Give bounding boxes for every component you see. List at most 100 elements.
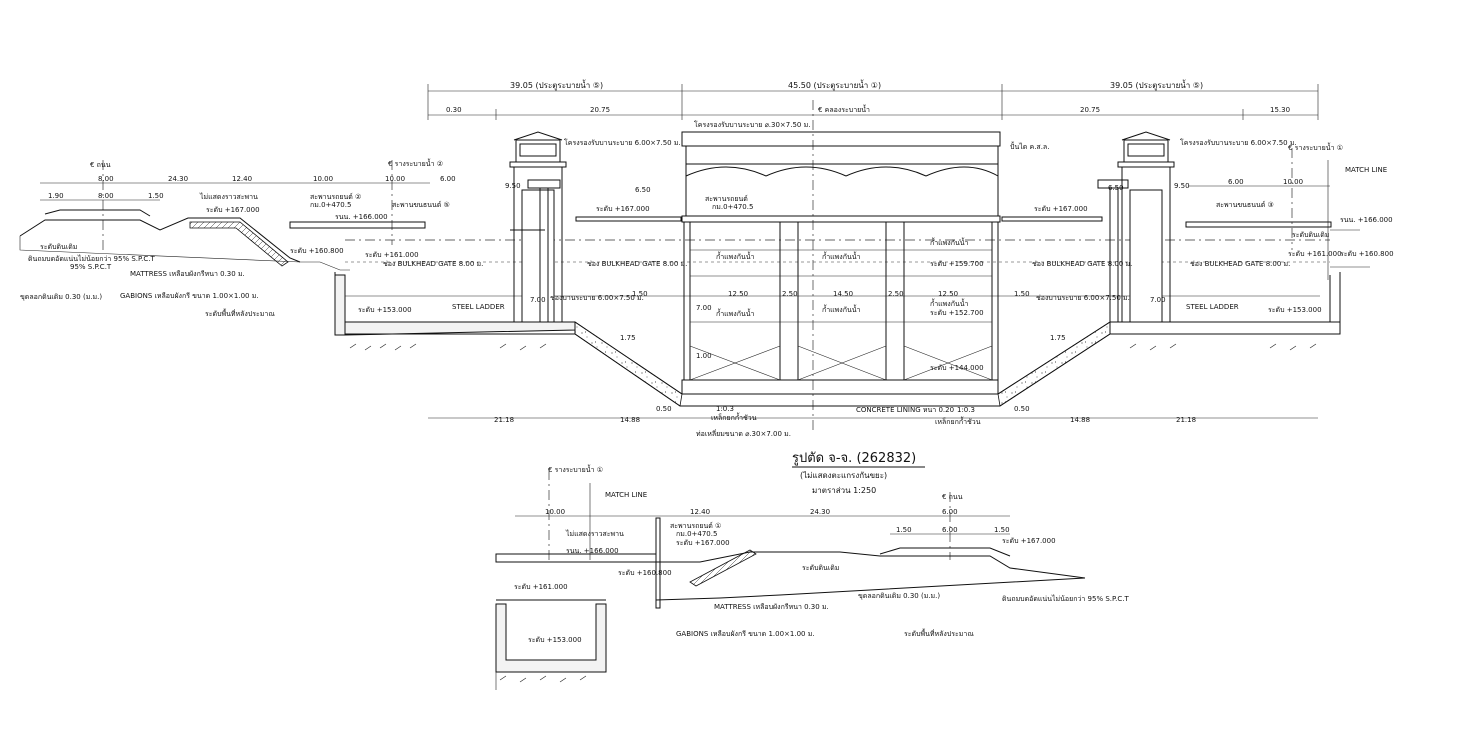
d-1250-left: 12.50 bbox=[728, 290, 748, 298]
gate-left-label: ช่องบานระบาย 6.00×7.50 ม. bbox=[550, 294, 644, 302]
bottom-level-153: ระดับ +153.000 bbox=[528, 636, 582, 644]
bulkhead-right2: ช่อง BULKHEAD GATE 8.00 ม. bbox=[1190, 260, 1290, 268]
note-no-railing-left: ไม่แสดงราวสะพาน bbox=[199, 192, 258, 201]
d-1450: 14.50 bbox=[833, 290, 853, 298]
d-1488-left: 14.88 bbox=[620, 416, 640, 424]
title-scale: มาตราส่วน 1:250 bbox=[812, 486, 876, 495]
bottom-d-1240: 12.40 bbox=[690, 508, 710, 516]
walkway-right-label: สะพานขนธนนต์ ③ bbox=[1216, 201, 1274, 209]
d-1250-right: 12.50 bbox=[938, 290, 958, 298]
level-160-left: ระดับ +160.800 bbox=[290, 247, 344, 255]
bulkhead-right-label: ช่อง BULKHEAD GATE 8.00 ม. bbox=[1032, 260, 1132, 268]
center-basin: 1.75 0.50 0.50 1:0.3 เหล็กยกก้ำชัวน ท่อเ… bbox=[428, 321, 1318, 438]
d-700-left: 7.00 bbox=[530, 296, 546, 304]
conc-ratio-right: 1:0.3 bbox=[957, 406, 975, 414]
d-950-right: 9.50 bbox=[1174, 182, 1190, 190]
bottom-level-161: ระดับ +161.000 bbox=[514, 583, 568, 591]
bottom-level-160: ระดับ +160.800 bbox=[618, 569, 672, 577]
d-250-b: 2.50 bbox=[888, 290, 904, 298]
bottom-note: ไม่แสดงราวสะพาน bbox=[565, 529, 624, 538]
dim-left-w6: 6.00 bbox=[440, 175, 456, 183]
d-2118-right: 21.18 bbox=[1176, 416, 1196, 424]
bridge-center-label: สะพานรถยนต์ bbox=[705, 195, 748, 203]
title-sub: (ไม่แสดงตะแกรงกันขยะ) bbox=[800, 471, 887, 480]
bottom-fill: ดินถมบดอัดแน่นไม่น้อยกว่า 95% S.P.C.T bbox=[1002, 594, 1129, 603]
left-approach-dims: 1.90 8.00 8.00 1.50 24.30 12.40 10.00 10… bbox=[40, 175, 456, 201]
bulkhead-left-label: ช่อง BULKHEAD GATE 8.00 ม. bbox=[383, 260, 483, 268]
dim-left-a: 0.30 bbox=[446, 106, 462, 114]
walkway-left-label: สะพานขนธนนต์ ⑤ bbox=[392, 201, 450, 209]
dim-left-total: 39.05 (ประตูระบายน้ำ ⑤) bbox=[510, 79, 603, 91]
drain-left: เหล็กยกก้ำชัวน bbox=[711, 411, 757, 422]
pier-lower-3: ก้ำแพงกันน้ำ bbox=[930, 297, 969, 308]
pier-lower-2: ก้ำแพงกันน้ำ bbox=[822, 303, 861, 314]
slope-protect-label: ดินถมบดอัดแน่นไม่น้อยกว่า 95% S.P.C.T bbox=[28, 254, 155, 263]
level-161-right: ระดับ +161.000 bbox=[1288, 250, 1342, 258]
bottom-d-150: 1.50 bbox=[896, 526, 912, 534]
spct-label: 95% S.P.C.T bbox=[70, 263, 112, 271]
deck-right-label: ปั้นได ค.ส.ล. bbox=[1010, 140, 1049, 151]
level-144: ระดับ +144.000 bbox=[930, 364, 984, 372]
dim-right-w1: 6.00 bbox=[1228, 178, 1244, 186]
gl-left-label: ระดับดินเดิม bbox=[40, 243, 77, 251]
bottom-wl: รนน. +166.000 bbox=[566, 547, 619, 555]
bottom-d-600b: 6.00 bbox=[942, 526, 958, 534]
gl-right-label: ระดับดินเดิม bbox=[1292, 231, 1329, 239]
drain-right: เหล็กยกก้ำชัวน bbox=[935, 415, 981, 426]
gl-note-left: ระดับพื้นที่หลังประมาณ bbox=[205, 307, 275, 318]
level-167-mid: ระดับ +167.000 bbox=[596, 205, 650, 213]
conc-ratio-left: 1:0.3 bbox=[716, 405, 734, 413]
bridge-left-km: กม.0+470.5 bbox=[310, 201, 351, 209]
central-gate-structure: โครงรองรับบานระบาย ⌀.30×7.50 ม. สะพานรถย… bbox=[681, 120, 1049, 395]
steel-ladder-left: STEEL LADDER bbox=[452, 303, 505, 311]
dim-right-b: 15.30 bbox=[1270, 106, 1290, 114]
level-167-right: ระดับ +167.000 bbox=[1034, 205, 1088, 213]
title-main: รูปตัด จ-จ. (262832) bbox=[792, 451, 916, 466]
level-153-right: ระดับ +153.000 bbox=[1268, 306, 1322, 314]
pier-lower-1: ก้ำแพงกันน้ำ bbox=[716, 307, 755, 318]
bottom-bridge-km: กม.0+470.5 bbox=[676, 530, 717, 538]
d-175-right: 1.75 bbox=[1050, 334, 1066, 342]
dim-left-w2: 8.00 bbox=[98, 175, 114, 183]
level-153-left: ระดับ +153.000 bbox=[358, 306, 412, 314]
soil-remove-left-label: ขุดลอกดินเดิม 0.30 (ม.ม.) bbox=[20, 293, 102, 301]
d-950-left: 9.50 bbox=[505, 182, 521, 190]
hoist-right-label: โครงรองรับบานระบาย 6.00×7.50 ม. bbox=[1180, 138, 1297, 147]
bottom-d-1000: 10.00 bbox=[545, 508, 565, 516]
d-050-left: 0.50 bbox=[656, 405, 672, 413]
cl-center-label: € คลองระบายน้ำ bbox=[818, 103, 870, 114]
pier-upper-3: ก้ำแพงกันน้ำ bbox=[930, 236, 969, 247]
bottom-gl: ระดับดินเดิม bbox=[802, 564, 839, 572]
match-line-top-label: MATCH LINE bbox=[1345, 166, 1387, 174]
left-tower: โครงรองรับบานระบาย 6.00×7.50 ม. 9.50 7.0… bbox=[505, 131, 687, 323]
left-basin: ระดับ +153.000 ช่อง BULKHEAD GATE 8.00 ม… bbox=[334, 239, 1330, 351]
bottom-section: € รางระบายน้ำ ① MATCH LINE € ถนน 10.00 1… bbox=[495, 463, 1129, 690]
d-2118-left: 21.18 bbox=[494, 416, 514, 424]
d-175-left: 1.75 bbox=[620, 334, 636, 342]
dim-left-w5: 10.00 bbox=[313, 175, 333, 183]
dim-left-w2b: 8.00 bbox=[98, 192, 114, 200]
level-161-left: ระดับ +161.000 bbox=[365, 251, 419, 259]
bulkhead-left2: ช่อง BULKHEAD GATE 8.00 ม. bbox=[587, 260, 687, 268]
cl-road-left-label: € ถนน bbox=[90, 161, 111, 169]
cl-canal-1-right-label: € รางระบายน้ำ ① bbox=[1288, 141, 1343, 152]
hoist-left-label: โครงรองรับบานระบาย 6.00×7.50 ม. bbox=[564, 138, 681, 147]
bottom-bridge: สะพานรถยนต์ ① bbox=[670, 522, 721, 530]
mattress-left-label: MATTRESS เหลือบผังกรีหนา 0.30 ม. bbox=[130, 270, 245, 278]
cl-canal-2-label: € รางระบายน้ำ ② bbox=[388, 157, 443, 168]
dim-left-w3: 24.30 bbox=[168, 175, 188, 183]
bottom-gl-note: ระดับพื้นที่หลังประมาณ bbox=[904, 627, 974, 638]
d-100: 1.00 bbox=[696, 352, 712, 360]
level-167-left: ระดับ +167.000 bbox=[206, 206, 260, 214]
pier-upper-2: ก้ำแพงกันน้ำ bbox=[822, 250, 861, 261]
d-700-center: 7.00 bbox=[696, 304, 712, 312]
dim-right-total: 39.05 (ประตูระบายน้ำ ⑤) bbox=[1110, 79, 1203, 91]
dim-left-w7: 1.50 bbox=[148, 192, 164, 200]
bottom-cl-road: € ถนน bbox=[942, 493, 963, 501]
steel-ladder-right: STEEL LADDER bbox=[1186, 303, 1239, 311]
gabions-left-label: GABIONS เหลือบผังกรี ขนาด 1.00×1.00 ม. bbox=[120, 292, 259, 300]
wl-left-label: รนน. +166.000 bbox=[335, 213, 388, 221]
wl-right-label: รนน. +166.000 bbox=[1340, 216, 1393, 224]
gate-right-label: ช่องบานระบาย 6.00×7.50 ม. bbox=[1036, 294, 1130, 302]
